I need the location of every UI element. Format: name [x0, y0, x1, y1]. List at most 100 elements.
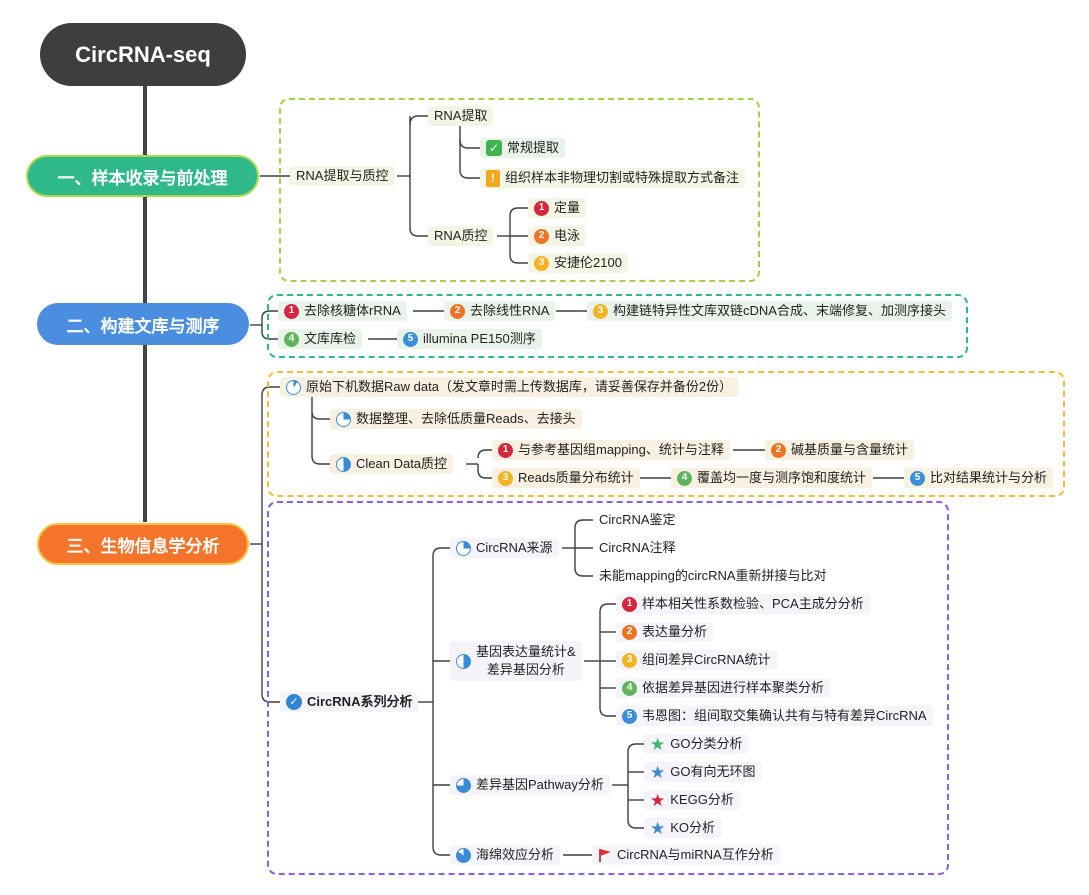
rna-extraction-node: RNA提取 — [428, 106, 494, 126]
expr-item-4-label: 依据差异基因进行样本聚类分析 — [642, 680, 825, 695]
clean-qc-item-2: 2 碱基质量与含量统计 — [765, 440, 915, 460]
number-3-icon: 3 — [498, 470, 513, 486]
frame-qc — [267, 371, 1065, 497]
library-step-5: 5 illumina PE150测序 — [397, 329, 542, 349]
star-icon: ★ — [650, 762, 666, 782]
extraction-item-2-label: 组织样本非物理切割或特殊提取方式备注 — [505, 170, 740, 185]
pathway-label: 差异基因Pathway分析 — [476, 777, 604, 792]
circrna-series-label: CircRNA系列分析 — [307, 694, 413, 709]
number-2-icon: 2 — [534, 228, 549, 244]
pathway-item-3-label: KEGG分析 — [670, 792, 734, 807]
number-4-icon: 4 — [284, 331, 299, 347]
number-1-icon: 1 — [534, 200, 549, 216]
flag-icon — [599, 849, 611, 862]
source-item-1-label: CircRNA鉴定 — [599, 512, 676, 527]
pathway-item-4-label: KO分析 — [670, 820, 716, 835]
number-5-icon: 5 — [622, 708, 637, 724]
rna-qc-node: RNA质控 — [428, 226, 494, 246]
pie-progress-icon — [456, 540, 471, 556]
rna-extraction-label: RNA提取 — [434, 108, 488, 123]
data-clean-label: 数据整理、去除低质量Reads、去接头 — [356, 411, 576, 426]
library-step-2: 2 去除线性RNA — [444, 301, 556, 321]
source-item-3-label: 未能mapping的circRNA重新拼接与比对 — [599, 568, 827, 583]
clean-qc-item-4-label: 覆盖均一度与测序饱和度统计 — [697, 470, 867, 485]
number-1-icon: 1 — [284, 303, 299, 319]
branch-sample-prep: 一、样本收录与前处理 — [26, 155, 259, 197]
pathway-item-1-label: GO分类分析 — [670, 736, 743, 751]
expr-item-3: 3 组间差异CircRNA统计 — [616, 650, 777, 670]
frame-library — [267, 294, 968, 358]
number-5-icon: 5 — [910, 470, 925, 486]
circrna-series-node: ✓ CircRNA系列分析 — [280, 692, 419, 712]
source-item-2-label: CircRNA注释 — [599, 540, 676, 555]
library-step-3: 3 构建链特异性文库双链cDNA合成、末端修复、加测序接头 — [587, 301, 952, 321]
library-step-5-label: illumina PE150测序 — [423, 331, 536, 346]
root-title: CircRNA-seq — [75, 41, 211, 67]
extraction-item-2: ! 组织样本非物理切割或特殊提取方式备注 — [480, 168, 746, 188]
qc-item-2-label: 电泳 — [554, 228, 581, 243]
pathway-node: 差异基因Pathway分析 — [450, 775, 610, 795]
number-3-icon: 3 — [593, 303, 608, 319]
star-icon: ★ — [650, 818, 666, 838]
qc-item-1-label: 定量 — [554, 200, 581, 215]
clean-qc-item-3-label: Reads质量分布统计 — [518, 470, 634, 485]
sponge-item-1: CircRNA与miRNA互作分析 — [592, 845, 780, 865]
expr-item-4: 4 依据差异基因进行样本聚类分析 — [616, 678, 831, 698]
pie-progress-icon — [456, 777, 471, 793]
number-4-icon: 4 — [677, 470, 692, 486]
pathway-item-2-label: GO有向无环图 — [670, 764, 756, 779]
clean-qc-item-5: 5 比对结果统计与分析 — [904, 468, 1054, 488]
qc-item-3: 3 安捷伦2100 — [528, 253, 628, 273]
source-item-3: 未能mapping的circRNA重新拼接与比对 — [593, 566, 833, 586]
branch-library-label: 二、构建文库与测序 — [66, 316, 220, 336]
pie-progress-icon — [336, 456, 351, 472]
expr-item-3-label: 组间差异CircRNA统计 — [642, 652, 771, 667]
pie-progress-icon — [286, 379, 301, 395]
expr-item-5: 5 韦恩图：组间取交集确认共有与特有差异CircRNA — [616, 706, 933, 726]
expression-node: 基因表达量统计& 差异基因分析 — [450, 641, 582, 681]
clean-qc-item-3: 3 Reads质量分布统计 — [492, 468, 640, 488]
source-item-1: CircRNA鉴定 — [593, 510, 682, 530]
branch-sample-prep-label: 一、样本收录与前处理 — [57, 168, 228, 188]
number-2-icon: 2 — [450, 303, 465, 319]
expression-label-line1: 基因表达量统计& — [476, 644, 576, 659]
rna-extraction-qc-label: RNA提取与质控 — [296, 168, 389, 183]
circrna-source-label: CircRNA来源 — [476, 540, 553, 555]
pathway-item-1: ★ GO分类分析 — [644, 734, 749, 754]
library-step-2-label: 去除线性RNA — [470, 303, 550, 318]
number-3-icon: 3 — [622, 652, 637, 668]
pathway-item-3: ★ KEGG分析 — [644, 790, 740, 810]
library-step-3-label: 构建链特异性文库双链cDNA合成、末端修复、加测序接头 — [613, 303, 946, 318]
number-2-icon: 2 — [622, 624, 637, 640]
qc-item-2: 2 电泳 — [528, 226, 587, 246]
check-circle-icon: ✓ — [286, 694, 302, 710]
clean-data-qc-node: Clean Data质控 — [330, 454, 454, 474]
circrna-source-node: CircRNA来源 — [450, 538, 559, 558]
clean-qc-item-1: 1 与参考基因组mapping、统计与注释 — [492, 440, 730, 460]
frame-sample-prep — [279, 98, 760, 282]
number-1-icon: 1 — [622, 596, 637, 612]
pathway-item-4: ★ KO分析 — [644, 818, 722, 838]
clean-qc-item-4: 4 覆盖均一度与测序饱和度统计 — [671, 468, 873, 488]
expr-item-5-label: 韦恩图：组间取交集确认共有与特有差异CircRNA — [642, 708, 927, 723]
data-clean-node: 数据整理、去除低质量Reads、去接头 — [330, 409, 582, 429]
check-icon: ✓ — [486, 140, 502, 156]
extraction-item-1-label: 常规提取 — [507, 140, 560, 155]
warning-icon: ! — [486, 169, 500, 187]
library-step-4-label: 文库库检 — [304, 331, 357, 346]
branch-bioinfo-label: 三、生物信息学分析 — [66, 536, 220, 556]
library-step-1: 1 去除核糖体rRNA — [278, 301, 407, 321]
expr-item-2-label: 表达量分析 — [642, 624, 708, 639]
number-5-icon: 5 — [403, 331, 418, 347]
qc-item-1: 1 定量 — [528, 198, 587, 218]
root-node: CircRNA-seq — [40, 23, 246, 86]
frame-circrna-series — [267, 501, 949, 875]
qc-item-3-label: 安捷伦2100 — [554, 255, 622, 270]
branch-bioinfo: 三、生物信息学分析 — [37, 523, 249, 565]
branch-library: 二、构建文库与测序 — [37, 303, 249, 345]
clean-data-qc-label: Clean Data质控 — [356, 456, 448, 471]
pathway-item-2: ★ GO有向无环图 — [644, 762, 762, 782]
library-step-1-label: 去除核糖体rRNA — [304, 303, 401, 318]
rna-qc-label: RNA质控 — [434, 228, 488, 243]
pie-progress-icon — [456, 847, 471, 863]
